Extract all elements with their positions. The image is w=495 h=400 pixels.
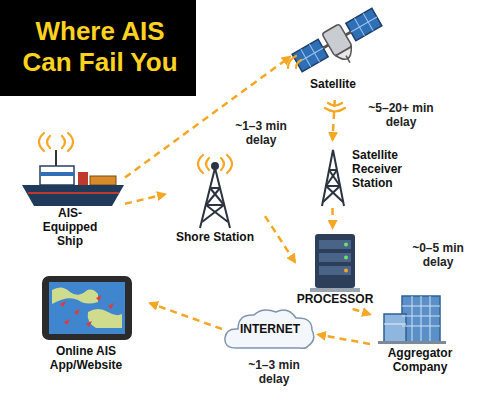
app-node: Online AIS App/Website (22, 268, 150, 378)
node-label: Online AIS App/Website (31, 344, 141, 372)
dashed-arrow (318, 335, 370, 344)
satellite-node: Satellite (290, 4, 376, 100)
node-label: Satellite (310, 77, 356, 91)
receiver-station-node: Satellite Receiver Station (318, 140, 430, 208)
tablet-icon (42, 276, 132, 340)
shore-tower-icon (200, 163, 230, 228)
node-label: Shore Station (176, 230, 254, 244)
ship-icon (22, 150, 124, 206)
server-icon (310, 234, 360, 292)
delay-label: ~1–3 min delay (228, 118, 294, 148)
dashed-arrow (333, 100, 335, 140)
processor-node: PROCESSOR (295, 228, 375, 309)
delay-label: ~0–5 min delay (404, 240, 472, 270)
dashed-arrow (353, 309, 370, 314)
node-label: Aggregator Company (378, 346, 462, 374)
ship-node: AIS-Equipped Ship (15, 146, 125, 251)
dashed-arrow (265, 216, 295, 262)
delay-label: ~1–3 min delay (234, 357, 314, 387)
dashed-arrow (125, 194, 165, 204)
shore-station-node: Shore Station (165, 164, 265, 248)
node-label: PROCESSOR (297, 292, 374, 306)
internet-cloud: INTERNET (222, 306, 318, 352)
building-icon (378, 296, 446, 344)
cloud-label: INTERNET (240, 322, 300, 336)
receiver-tower-icon (322, 150, 344, 206)
dashed-arrow (150, 303, 222, 329)
aggregator-node: Aggregator Company (370, 290, 470, 377)
title-banner: Where AIS Can Fail You (0, 0, 196, 96)
satellite-icon (291, 6, 390, 86)
delay-label: ~5–20+ min delay (364, 100, 438, 130)
dashed-arrow (331, 208, 334, 228)
node-label: AIS-Equipped Ship (32, 206, 108, 248)
node-label: Satellite Receiver Station (352, 148, 422, 190)
cloud-outline (225, 310, 314, 348)
